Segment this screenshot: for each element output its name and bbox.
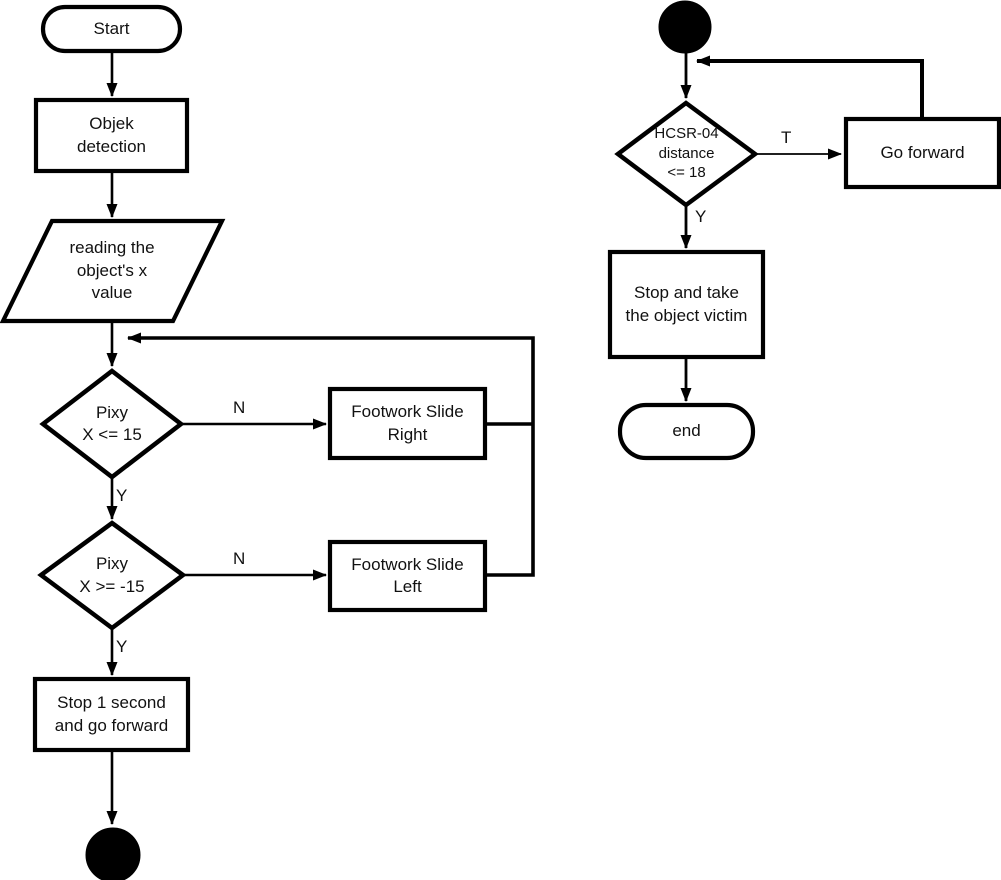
- loop-back-line-left: [127, 332, 535, 577]
- objek-detection-box: [33, 97, 190, 174]
- end-terminator-shape: [617, 402, 756, 461]
- go-forward-box: [843, 116, 1001, 190]
- footwork-slide-left-box: [327, 539, 488, 613]
- right-start-connector-circle: [658, 0, 712, 54]
- pixy2-diamond: [37, 520, 187, 631]
- footwork-slide-right-box: [327, 386, 488, 461]
- reading-x-parallelogram: [0, 218, 226, 324]
- left-end-connector-circle: [85, 827, 141, 880]
- stop-take-victim-box: [607, 249, 766, 360]
- start-terminator-shape: [40, 4, 183, 54]
- stop-1-second-box: [32, 676, 191, 753]
- pixy1-diamond: [39, 368, 185, 480]
- hcsr04-diamond: [614, 100, 759, 208]
- loop-back-line-right: [696, 55, 924, 119]
